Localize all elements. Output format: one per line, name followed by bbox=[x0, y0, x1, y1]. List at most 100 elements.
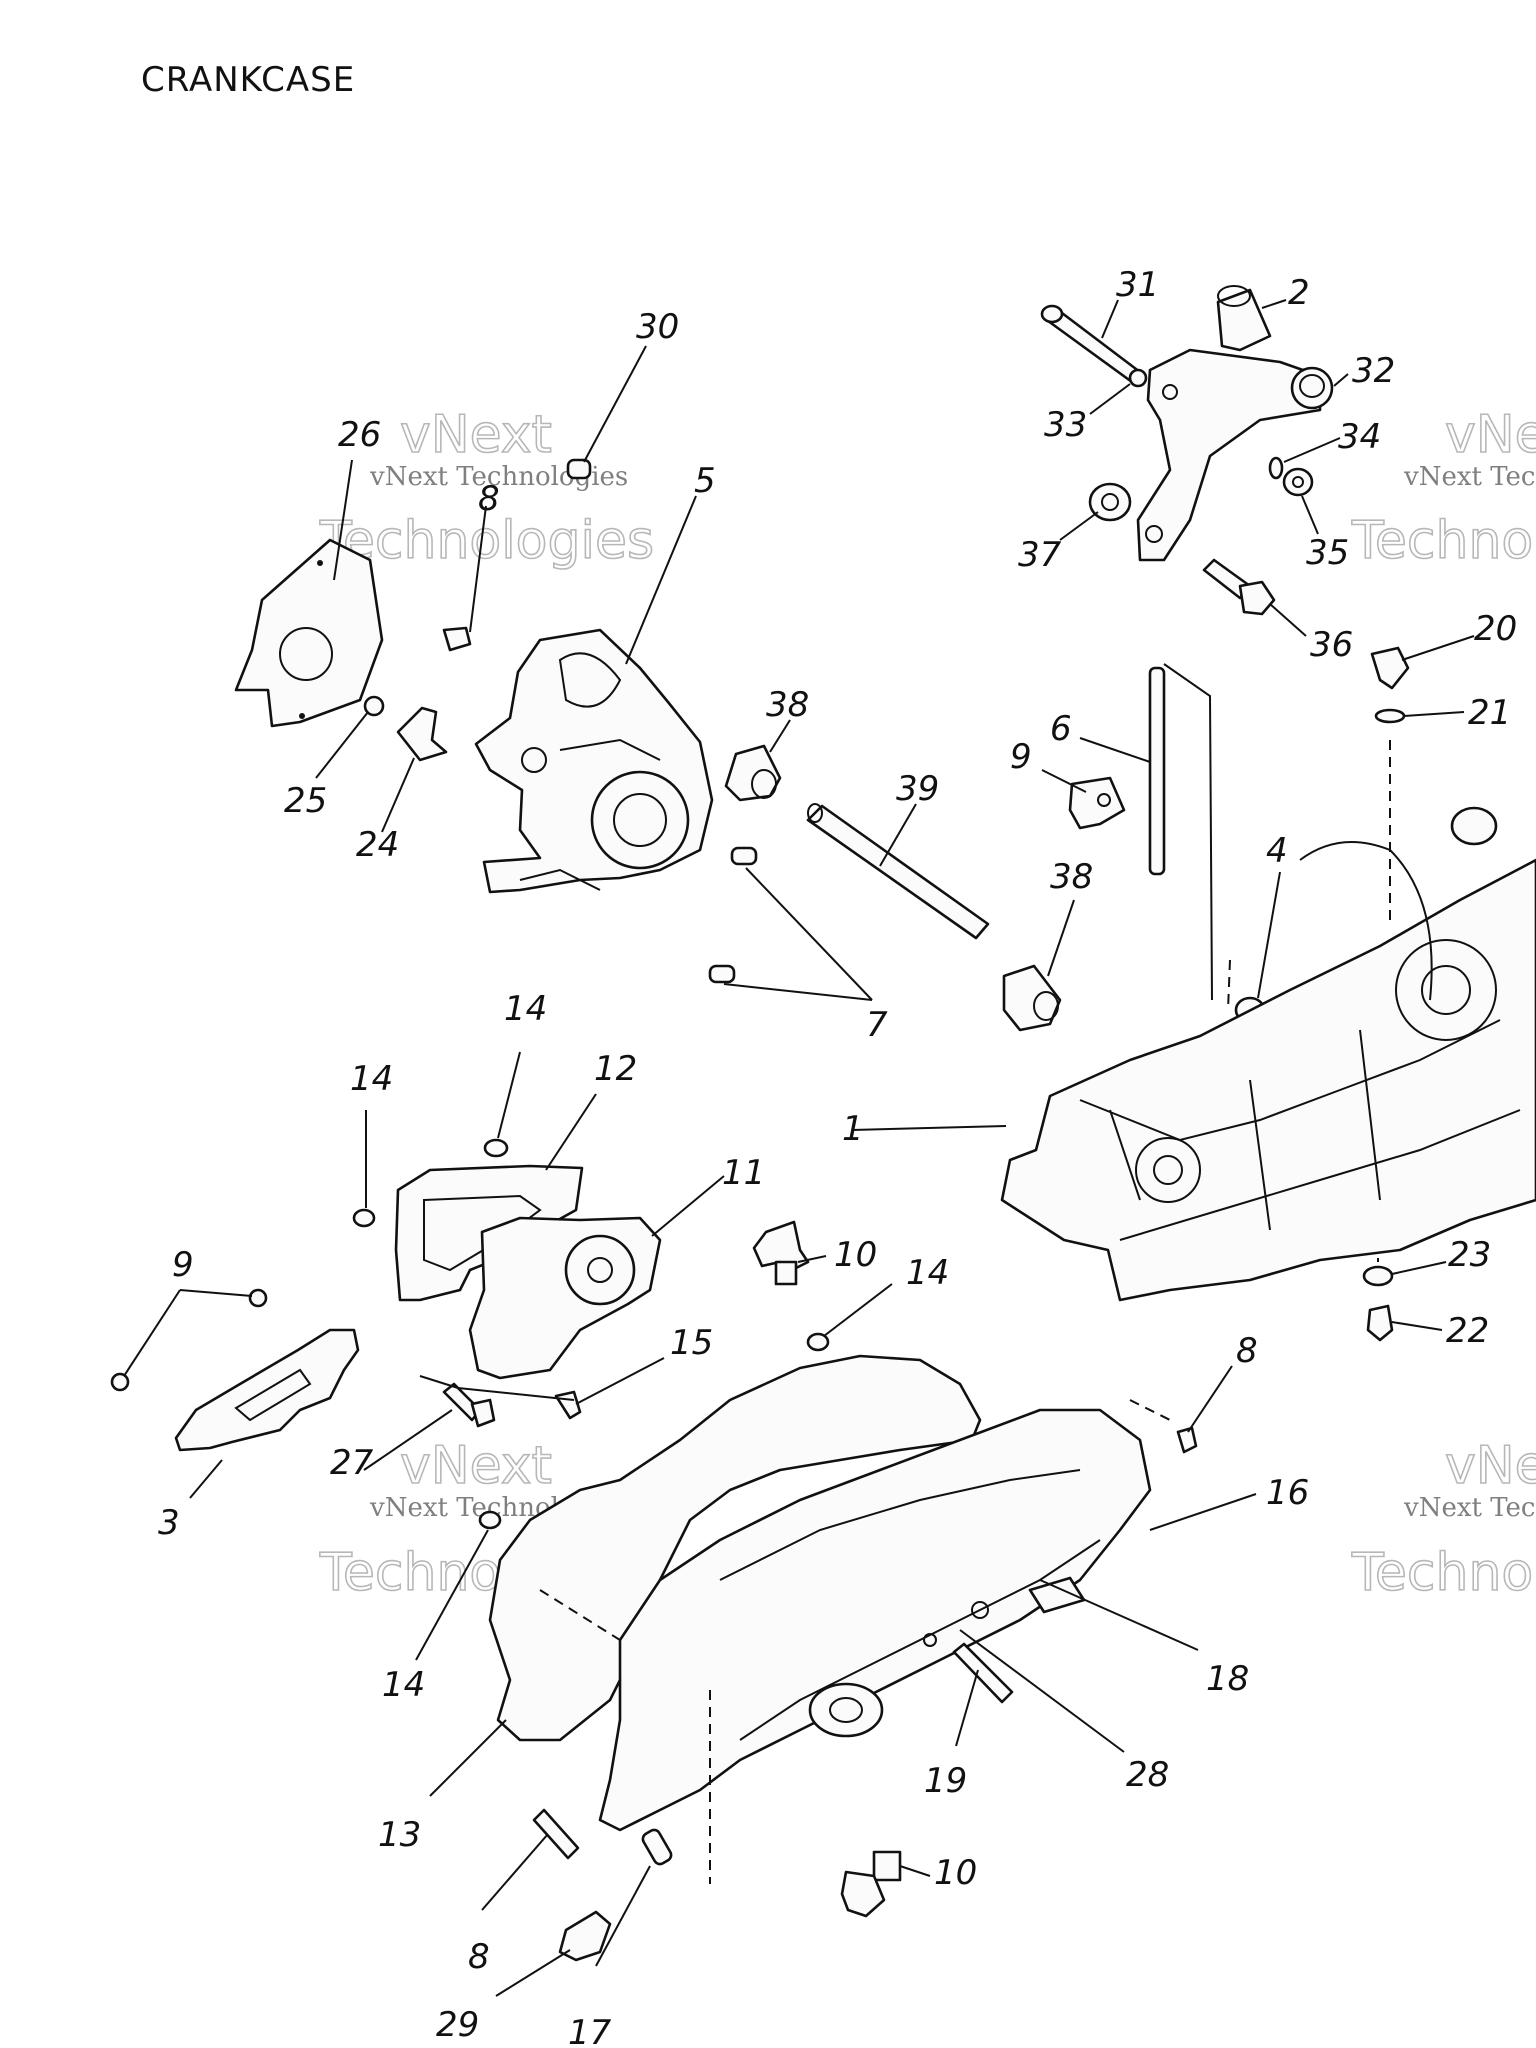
part-21-oring bbox=[1374, 708, 1406, 724]
part-9-screw-left bbox=[110, 1288, 268, 1392]
part-32-hanger-bracket bbox=[1136, 348, 1334, 562]
part-8-bolt-lower bbox=[532, 1808, 580, 1860]
svg-text:Technologies: Technologies bbox=[1351, 511, 1536, 571]
callout-30: 30 bbox=[636, 307, 679, 347]
part-20-plug bbox=[1370, 646, 1410, 690]
callout-8-right: 8 bbox=[1236, 1331, 1258, 1371]
callout-31: 31 bbox=[1116, 265, 1159, 305]
part-5-crankcase-left bbox=[474, 628, 714, 894]
callout-28: 28 bbox=[1126, 1755, 1169, 1795]
part-39-shaft bbox=[806, 803, 990, 940]
svg-text:vNext Technologies: vNext Technologies bbox=[1403, 1493, 1536, 1523]
part-17-dowel bbox=[641, 1828, 673, 1866]
callout-5: 5 bbox=[694, 461, 716, 501]
callout-9-upper: 9 bbox=[1010, 737, 1032, 777]
watermark-upper-right: vNext vNext Technologies Technologies bbox=[1350, 404, 1536, 572]
callout-39: 39 bbox=[896, 769, 939, 809]
callout-24: 24 bbox=[356, 825, 399, 865]
watermark-lower-right: vNext vNext Technologies Technologies bbox=[1350, 1435, 1536, 1604]
part-22-drain-bolt bbox=[1366, 1304, 1394, 1342]
svg-text:vNext: vNext bbox=[400, 1436, 552, 1496]
part-38-bushing-upper bbox=[724, 744, 782, 802]
callout-35: 35 bbox=[1306, 533, 1349, 573]
part-33-washer bbox=[1128, 368, 1148, 388]
callout-14-b: 14 bbox=[504, 989, 547, 1029]
callout-10-upper: 10 bbox=[834, 1235, 877, 1275]
part-7-dowel-pins bbox=[708, 846, 758, 984]
part-23-washer bbox=[1362, 1265, 1394, 1287]
callout-1: 1 bbox=[842, 1109, 864, 1149]
part-10-bracket-upper bbox=[752, 1220, 810, 1286]
callout-10-lower: 10 bbox=[934, 1853, 977, 1893]
callout-18: 18 bbox=[1206, 1659, 1249, 1699]
callout-36: 36 bbox=[1310, 625, 1353, 665]
part-14-dowel-b bbox=[483, 1138, 509, 1158]
callout-17: 17 bbox=[568, 2013, 612, 2048]
svg-text:vNext: vNext bbox=[400, 405, 552, 465]
callout-16: 16 bbox=[1266, 1473, 1309, 1513]
part-2-bushing bbox=[1216, 285, 1272, 352]
callout-20: 20 bbox=[1474, 609, 1517, 649]
callout-7: 7 bbox=[866, 1005, 888, 1045]
part-37-collar bbox=[1088, 482, 1132, 522]
part-36-bolt bbox=[1202, 558, 1276, 616]
part-24-plug bbox=[396, 706, 448, 762]
callout-25: 25 bbox=[284, 781, 327, 821]
part-3-cover bbox=[174, 1328, 360, 1452]
callout-12: 12 bbox=[594, 1049, 637, 1089]
part-29-bracket bbox=[558, 1910, 612, 1962]
part-16-transmission-cover bbox=[598, 1408, 1152, 1832]
part-38-bushing-lower bbox=[1002, 964, 1062, 1032]
part-25-nut bbox=[363, 695, 385, 717]
callout-9-left: 9 bbox=[172, 1245, 194, 1285]
part-31-bolt bbox=[1040, 304, 1142, 384]
callout-29: 29 bbox=[436, 2005, 479, 2045]
part-6-stud bbox=[1148, 663, 1213, 1001]
callout-26: 26 bbox=[338, 415, 381, 455]
svg-text:Technologies: Technologies bbox=[1351, 1543, 1536, 1603]
callout-14-c: 14 bbox=[906, 1253, 949, 1293]
callout-32: 32 bbox=[1352, 351, 1395, 391]
svg-text:vNext: vNext bbox=[1445, 405, 1536, 465]
callout-33: 33 bbox=[1044, 405, 1087, 445]
callout-labels: 1 2 3 4 5 6 7 8 8 8 9 9 10 10 11 12 13 1… bbox=[158, 265, 1517, 2048]
callout-8-upper: 8 bbox=[478, 479, 500, 519]
part-19-bolt bbox=[952, 1642, 1014, 1704]
callout-38-upper: 38 bbox=[766, 685, 809, 725]
callout-14-a: 14 bbox=[350, 1059, 393, 1099]
part-14-dowel-d bbox=[478, 1510, 502, 1530]
callout-2: 2 bbox=[1288, 273, 1310, 313]
part-35-nut bbox=[1282, 467, 1314, 497]
part-14-dowel-a bbox=[352, 1208, 376, 1228]
part-9-bracket-upper bbox=[1068, 776, 1126, 830]
part-10-bracket-lower bbox=[840, 1850, 902, 1918]
callout-13: 13 bbox=[378, 1815, 421, 1855]
svg-text:vNext Technologies: vNext Technologies bbox=[1403, 462, 1536, 492]
callout-6: 6 bbox=[1050, 709, 1072, 749]
part-30-dowel bbox=[566, 458, 592, 480]
callout-4: 4 bbox=[1266, 831, 1288, 871]
callout-23: 23 bbox=[1448, 1235, 1491, 1275]
callout-34: 34 bbox=[1338, 417, 1381, 457]
part-14-dowel-c bbox=[806, 1332, 830, 1352]
part-8-bolt-right bbox=[1176, 1426, 1198, 1454]
callout-22: 22 bbox=[1446, 1311, 1489, 1351]
callout-8-lower: 8 bbox=[468, 1937, 490, 1977]
callout-14-d: 14 bbox=[382, 1665, 425, 1705]
page-title: CRANKCASE bbox=[141, 60, 356, 100]
callout-21: 21 bbox=[1468, 693, 1511, 733]
callout-11: 11 bbox=[722, 1153, 765, 1193]
part-26-gasket bbox=[234, 538, 384, 728]
callout-27: 27 bbox=[330, 1443, 374, 1483]
part-34-washer bbox=[1268, 456, 1284, 480]
callout-38-lower: 38 bbox=[1050, 857, 1093, 897]
part-1-crankcase-main bbox=[1000, 806, 1536, 1302]
svg-text:vNext: vNext bbox=[1445, 1436, 1536, 1496]
svg-text:Technologies: Technologies bbox=[319, 511, 654, 571]
callout-3: 3 bbox=[158, 1503, 180, 1543]
part-15-screw bbox=[554, 1390, 582, 1420]
callout-37: 37 bbox=[1018, 535, 1062, 575]
part-8-bolt-upper bbox=[442, 505, 487, 652]
part-11-cover bbox=[468, 1216, 662, 1380]
